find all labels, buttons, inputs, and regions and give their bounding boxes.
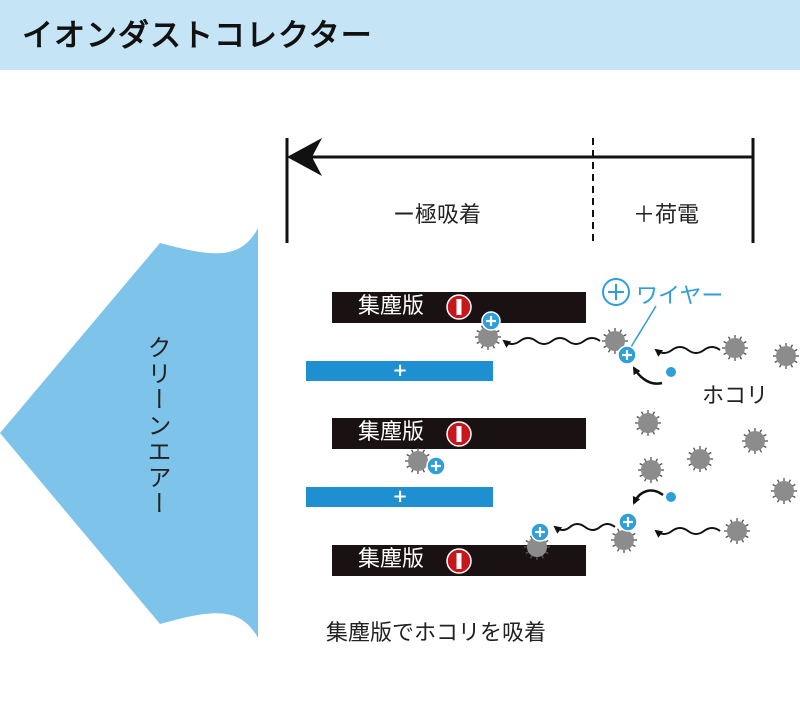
dust-particle-icon	[722, 335, 748, 361]
collector-plate-label: 集塵版	[358, 294, 425, 319]
collector-plate-label: 集塵版	[358, 420, 425, 445]
dust-particle-icon	[771, 478, 797, 504]
wire-label: ワイヤー	[636, 284, 724, 309]
clean-air-label: クリーンエアー	[143, 335, 171, 517]
positive-plate-label: +	[392, 486, 408, 507]
positive-ion-icon	[481, 311, 501, 331]
positive-plate	[306, 361, 493, 381]
positive-plate-label: +	[392, 360, 408, 381]
dust-particle-icon	[611, 527, 637, 553]
positive-ion-icon	[618, 512, 638, 532]
dust-particle-icon	[405, 448, 431, 474]
collector-plate-label: 集塵版	[358, 547, 425, 572]
dust-particle-icon	[602, 328, 628, 354]
dust-particle-icon	[724, 518, 750, 544]
wire-pointer-line	[627, 305, 657, 353]
negative-badge-icon	[446, 294, 472, 320]
clean-air-arrow	[0, 228, 258, 638]
dust-particle-icon	[635, 410, 661, 436]
page-title: イオンダストコレクター	[22, 18, 373, 54]
dust-particle-icon	[773, 343, 799, 369]
positive-ion-icon	[530, 522, 550, 542]
dust-particle-icon	[475, 324, 501, 350]
dust-particle-icon	[687, 446, 713, 472]
negative-badge-icon	[446, 548, 472, 574]
ion-curve-arrows	[632, 366, 664, 505]
dust-particle-icon	[638, 457, 664, 483]
caption: 集塵版でホコリを吸着	[326, 621, 547, 646]
positive-ion-icon	[426, 456, 446, 476]
ion-dot	[666, 367, 676, 377]
dimension-arrow	[285, 138, 755, 243]
ion-dot	[666, 492, 676, 502]
positive-plate	[306, 487, 493, 507]
dust-particle-icon	[742, 428, 768, 454]
charging-zone-label: ＋荷電	[633, 203, 700, 228]
motion-trails	[502, 337, 721, 538]
dust-label: ホコリ	[702, 384, 769, 409]
adsorption-zone-label: ー極吸着	[393, 203, 482, 228]
header-bar: イオンダストコレクター	[0, 0, 800, 70]
positive-ion-icon	[617, 345, 637, 365]
circled-plus-icon	[602, 278, 630, 306]
negative-badge-icon	[446, 421, 472, 447]
